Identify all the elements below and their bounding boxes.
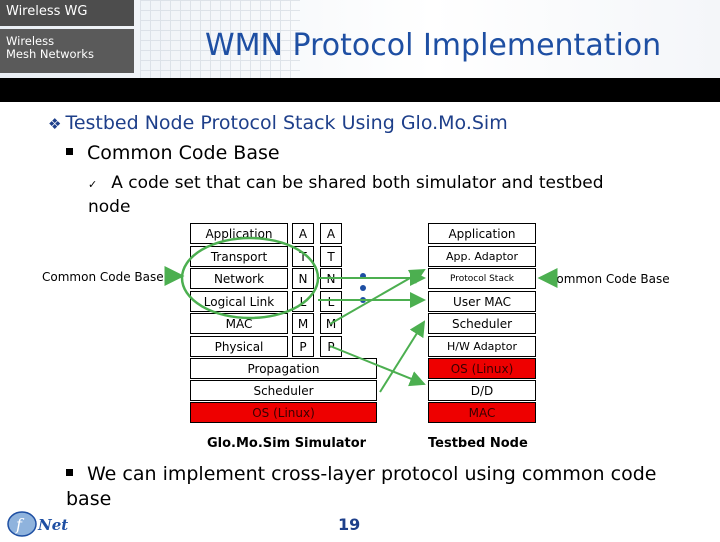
sim-layer-transport: Transport	[190, 246, 288, 267]
testbed-hw-adaptor: H/W Adaptor	[428, 336, 536, 357]
col-b-cell: T	[320, 246, 342, 267]
highlight-ellipse	[180, 236, 320, 320]
subsection-tab: Wireless Mesh Networks	[0, 29, 134, 73]
sim-os-linux: OS (Linux)	[190, 402, 377, 423]
testbed-scheduler: Scheduler	[428, 313, 536, 334]
bullet-level2: Common Code Base	[66, 142, 280, 164]
testbed-app-adaptor: App. Adaptor	[428, 246, 536, 267]
slide-title: WMN Protocol Implementation	[205, 28, 662, 63]
net-logo: f Net	[4, 510, 80, 538]
testbed-caption: Testbed Node	[428, 436, 528, 451]
testbed-mac: MAC	[428, 402, 536, 423]
square-bullet-icon	[66, 469, 73, 476]
connector-dot	[360, 273, 366, 279]
testbed-os-linux: OS (Linux)	[428, 358, 536, 379]
arrow-mac-to-stack	[329, 269, 426, 325]
header-divider-bar	[0, 78, 720, 102]
left-common-code-label: Common Code Base	[42, 270, 164, 284]
testbed-application: Application	[428, 223, 536, 244]
col-a-cell: P	[292, 336, 314, 357]
right-common-code-label: Common Code Base	[548, 272, 670, 286]
sim-scheduler: Scheduler	[190, 380, 377, 401]
sim-propagation: Propagation	[190, 358, 377, 379]
testbed-protocol-stack: Protocol Stack	[428, 268, 536, 289]
sim-caption: Glo.Mo.Sim Simulator	[207, 436, 367, 451]
sim-layer-physical: Physical	[190, 336, 288, 357]
bullet-level1: ❖Testbed Node Protocol Stack Using Glo.M…	[48, 112, 508, 134]
bullet-level2-text: Common Code Base	[87, 142, 280, 164]
col-a-cell: M	[292, 313, 314, 334]
sim-layer-logical-link: Logical Link	[190, 291, 288, 312]
bullet-level1-text: Testbed Node Protocol Stack Using Glo.Mo…	[65, 112, 508, 134]
diamond-bullet-icon: ❖	[48, 115, 62, 133]
check-bullet-icon: ✓	[88, 178, 98, 191]
col-b-cell: L	[320, 291, 342, 312]
col-a-cell: T	[292, 246, 314, 267]
bullet-bottom-text: We can implement cross-layer protocol us…	[66, 463, 657, 510]
header-grid-decoration	[140, 0, 300, 78]
arrow-phy-to-dd	[329, 345, 426, 387]
testbed-user-mac: User MAC	[428, 291, 536, 312]
testbed-dd: D/D	[428, 380, 536, 401]
logo-text: Net	[38, 516, 69, 534]
connector-dot	[360, 285, 366, 291]
section-tab: Wireless WG	[0, 0, 134, 26]
sim-layer-network: Network	[190, 268, 288, 289]
bullet-level3-text: A code set that can be shared both simul…	[88, 173, 604, 217]
page-number: 19	[338, 515, 361, 534]
arrow-sched-to-sched	[379, 320, 426, 393]
col-b-cell: A	[320, 223, 342, 244]
square-bullet-icon	[66, 148, 73, 155]
col-a-cell: A	[292, 223, 314, 244]
bullet-level3: ✓A code set that can be shared both simu…	[88, 172, 648, 219]
svg-text:f: f	[15, 515, 25, 534]
col-a-cell: N	[292, 268, 314, 289]
bullet-bottom: We can implement cross-layer protocol us…	[66, 462, 706, 512]
